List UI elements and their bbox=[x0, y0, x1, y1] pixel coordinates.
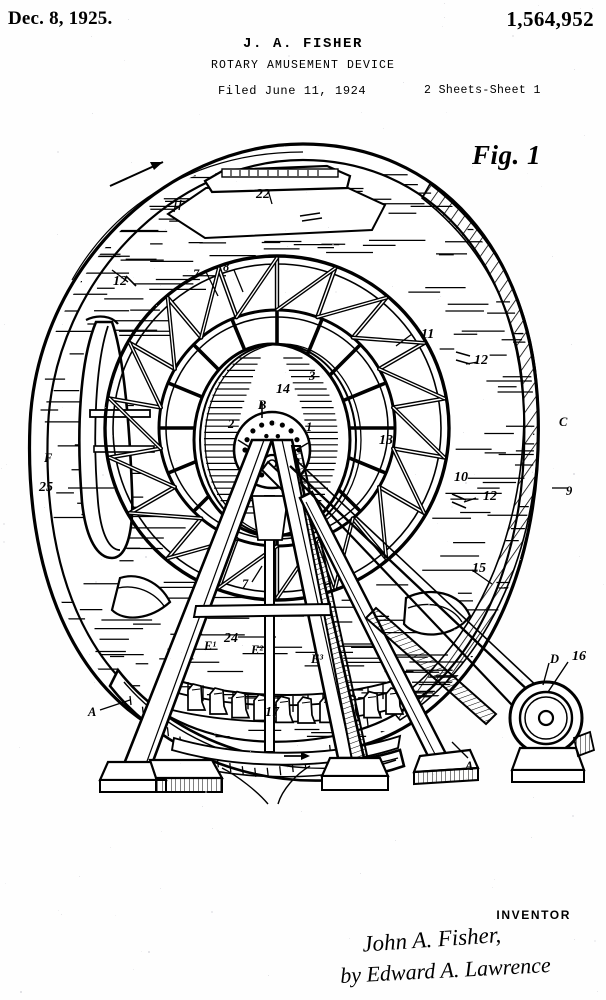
inventor-heading: INVENTOR bbox=[496, 908, 571, 922]
sheet-count: 2 Sheets-Sheet 1 bbox=[424, 84, 541, 97]
reference-label-13: 13 bbox=[379, 433, 393, 448]
reference-label-2: 2 bbox=[228, 417, 235, 431]
central-mast bbox=[250, 495, 290, 753]
reference-label-9: 9 bbox=[566, 484, 573, 498]
reference-label-C: C bbox=[559, 415, 568, 429]
reference-label-22: 22 bbox=[256, 187, 270, 202]
reference-label-17: 17 bbox=[265, 705, 279, 720]
reference-label-E: E³ bbox=[311, 652, 324, 666]
band-tick-marks bbox=[125, 275, 471, 509]
patent-title: ROTARY AMUSEMENT DEVICE bbox=[210, 59, 396, 72]
reference-label-B: B bbox=[258, 398, 267, 412]
top-cab-22 bbox=[166, 164, 387, 240]
right-outrigger-legs bbox=[298, 490, 498, 786]
reference-label-16: 16 bbox=[572, 649, 586, 664]
reference-label-A: A bbox=[88, 705, 97, 719]
reference-label-11: 11 bbox=[421, 327, 435, 342]
reference-label-10: 10 bbox=[454, 470, 468, 485]
reference-label-E: E² bbox=[251, 643, 264, 657]
filed-date: Filed June 11, 1924 bbox=[218, 84, 367, 98]
a-frame-support bbox=[98, 438, 390, 793]
inventor-name-line: J. A. FISHER bbox=[242, 36, 364, 52]
reference-label-8: 8 bbox=[223, 260, 230, 274]
reference-label-F: F bbox=[44, 451, 53, 465]
reference-label-7: 7 bbox=[242, 577, 249, 591]
patent-number: 1,564,952 bbox=[506, 7, 594, 31]
reference-label-7: 7 bbox=[193, 267, 200, 281]
reference-label-E: E¹ bbox=[204, 639, 217, 653]
reference-label-12: 12 bbox=[474, 353, 488, 368]
attorney-signature: by Edward A. Lawrence bbox=[339, 952, 552, 989]
rotary-amusement-device-illustration bbox=[27, 142, 596, 805]
reference-label-3: 3 bbox=[309, 369, 316, 383]
reference-label-24: 24 bbox=[224, 631, 238, 646]
inventor-signature: John A. Fisher, bbox=[361, 922, 502, 957]
reference-label-14: 14 bbox=[276, 382, 290, 397]
filing-date: Dec. 8, 1925. bbox=[8, 8, 113, 29]
reference-label-A: A bbox=[465, 759, 474, 773]
seat-direction-arrow bbox=[284, 752, 310, 760]
drive-belt-and-pulley bbox=[289, 459, 596, 783]
reference-label-12: 12 bbox=[113, 274, 127, 289]
reference-label-1: 1 bbox=[306, 420, 313, 434]
reference-label-25: 25 bbox=[39, 480, 53, 495]
reference-label-15: 15 bbox=[472, 561, 486, 576]
scoop-vane-right bbox=[402, 590, 472, 636]
figure-caption: Fig. 1 bbox=[472, 140, 542, 170]
reference-label-12: 12 bbox=[483, 489, 497, 504]
reference-label-D: D bbox=[550, 652, 560, 666]
leader-lines bbox=[68, 269, 568, 759]
rotation-direction-arrow bbox=[109, 161, 164, 187]
